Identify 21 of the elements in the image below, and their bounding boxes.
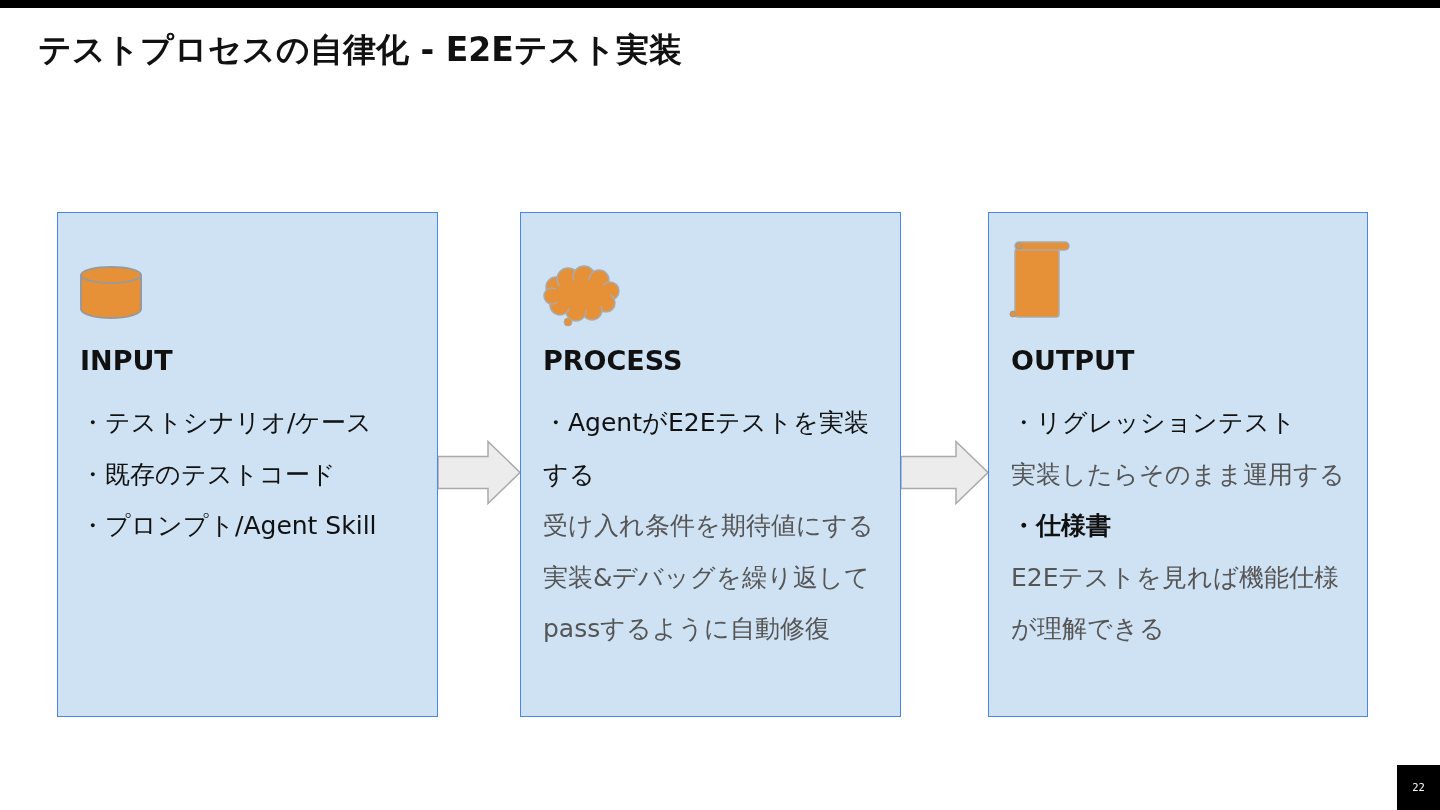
block-arrow bbox=[900, 439, 990, 506]
panel-heading: PROCESS bbox=[543, 344, 684, 378]
bullet-text: ・仕様書 bbox=[1011, 510, 1112, 542]
panel-box bbox=[520, 212, 901, 717]
bullet-text: ・プロンプト/Agent Skill bbox=[80, 510, 378, 542]
panel-heading: INPUT bbox=[80, 344, 174, 378]
bullet-text: ・既存のテストコード bbox=[80, 458, 337, 491]
panel-heading: OUTPUT bbox=[1011, 344, 1136, 378]
slide-title: テストプロセスの自律化 - E2Eテスト実装 bbox=[38, 29, 682, 71]
bullet-text: E2Eテストを見れば機能仕様が理解できる bbox=[1011, 561, 1341, 645]
bullet-text: 実装したらそのまま運用する bbox=[1011, 458, 1346, 491]
page-number: 22 bbox=[1397, 765, 1440, 810]
bullet-text: 受け入れ条件を期待値にする bbox=[543, 510, 875, 542]
bullet-text: ・リグレッションテスト bbox=[1011, 407, 1297, 439]
panel-box bbox=[988, 212, 1368, 717]
block-arrow bbox=[437, 439, 522, 506]
bullet-text: 実装&デバッグを繰り返して bbox=[543, 561, 872, 594]
bullet-text: passするように自動修復 bbox=[543, 613, 832, 645]
bullet-text: ・AgentがE2Eテストを実装する bbox=[543, 407, 871, 491]
bullet-text: ・テストシナリオ/ケース bbox=[80, 407, 374, 439]
panel-box bbox=[57, 212, 438, 717]
